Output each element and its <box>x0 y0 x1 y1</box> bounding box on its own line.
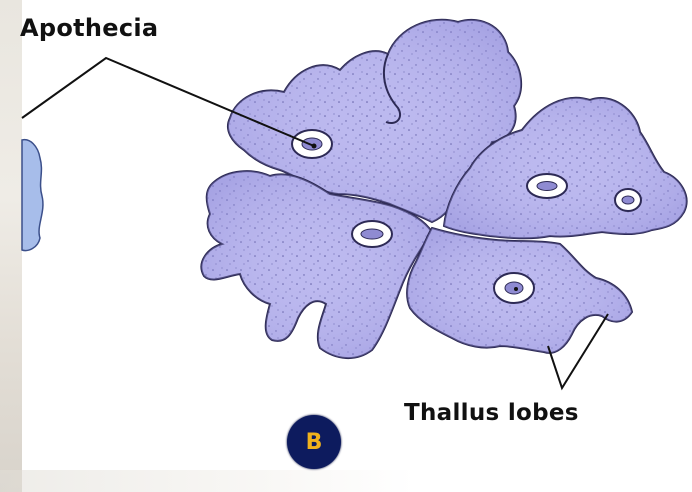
cut-off-specimen <box>22 140 43 251</box>
apothecia-label: Apothecia <box>20 14 158 42</box>
thallus-lobes-label: Thallus lobes <box>404 400 579 426</box>
apothecium-3 <box>527 174 567 198</box>
figure-badge: B <box>287 415 341 469</box>
figure-badge-letter: B <box>306 430 323 455</box>
apothecium-1 <box>292 130 332 158</box>
apothecium-2 <box>352 221 392 247</box>
apothecium-4 <box>615 189 641 211</box>
apothecium-5 <box>494 273 534 303</box>
